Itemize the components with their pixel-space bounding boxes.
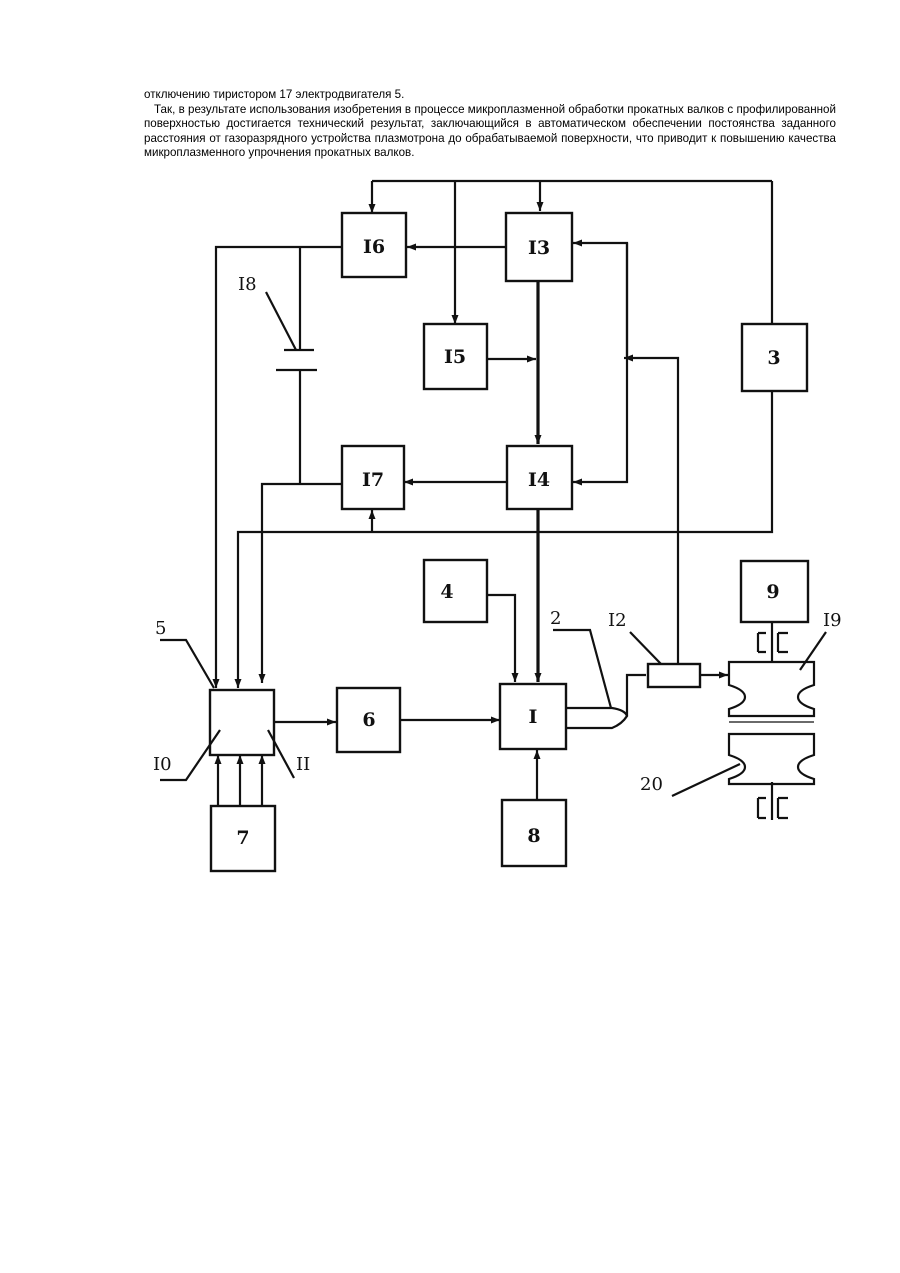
block-I: I bbox=[500, 684, 566, 749]
block-I5: I5 bbox=[424, 324, 487, 389]
block-5 bbox=[210, 690, 274, 755]
block-8: 8 bbox=[502, 800, 566, 866]
block-7: 7 bbox=[211, 806, 275, 871]
block-I3: I3 bbox=[506, 213, 572, 281]
callout-I8: I8 bbox=[238, 274, 257, 295]
callout-2: 2 bbox=[550, 608, 561, 629]
callout-I9: I9 bbox=[823, 610, 842, 631]
block-label-3: 3 bbox=[767, 347, 780, 369]
callout-I2: I2 bbox=[608, 610, 627, 631]
block-I6: I6 bbox=[342, 213, 406, 277]
block-label-9: 9 bbox=[766, 581, 779, 603]
block-9: 9 bbox=[741, 561, 808, 622]
block-I4: I4 bbox=[507, 446, 572, 509]
block-label-4: 4 bbox=[440, 581, 453, 603]
rolling-rolls bbox=[729, 662, 814, 784]
block-label-I5: I5 bbox=[444, 346, 466, 368]
block-label-7: 7 bbox=[236, 827, 249, 849]
callout-II: II bbox=[296, 754, 310, 775]
block-label-I6: I6 bbox=[363, 236, 385, 258]
block-3: 3 bbox=[742, 324, 807, 391]
block-label-I7: I7 bbox=[362, 469, 384, 491]
block-label-I3: I3 bbox=[528, 237, 550, 259]
callout-I0: I0 bbox=[153, 754, 172, 775]
callout-5: 5 bbox=[155, 618, 166, 639]
block-4: 4 bbox=[424, 560, 487, 622]
sensor-I2 bbox=[648, 664, 700, 687]
block-label-8: 8 bbox=[527, 825, 540, 847]
block-I7: I7 bbox=[342, 446, 404, 509]
block-label-I4: I4 bbox=[528, 469, 550, 491]
block-label-6: 6 bbox=[362, 709, 375, 731]
callout-20: 20 bbox=[640, 774, 663, 795]
block-label-I: I bbox=[529, 706, 538, 728]
block-6: 6 bbox=[337, 688, 400, 752]
